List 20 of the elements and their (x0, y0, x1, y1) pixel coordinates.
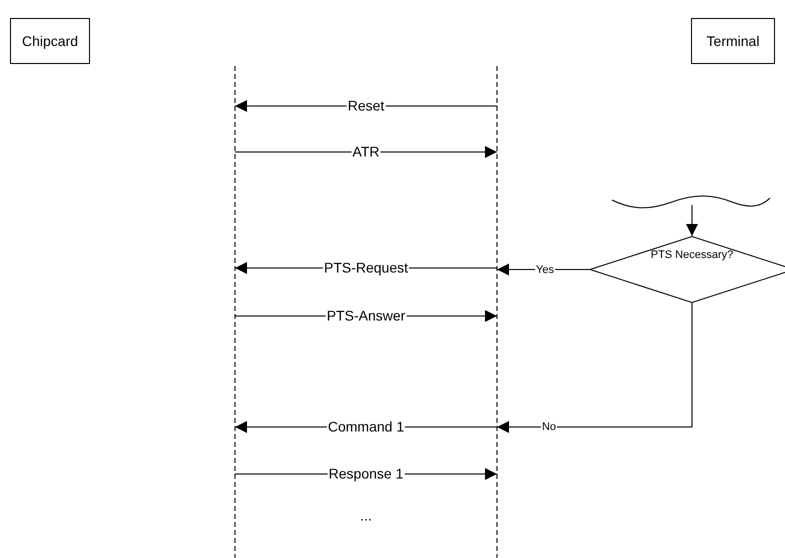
decision-diamond (590, 236, 785, 303)
participant-name: Chipcard (22, 33, 78, 49)
arrow (496, 302, 692, 433)
edge-label: Yes (535, 263, 555, 276)
edge-label: PTS-Request (322, 260, 410, 276)
arrow (686, 204, 698, 236)
participant-name: Terminal (706, 33, 760, 49)
arrow (234, 100, 498, 112)
participant-box (10, 18, 90, 64)
edge-label: PTS-Answer (326, 308, 406, 324)
lifeline (494, 66, 500, 558)
decision-text: PTS Necessary? (650, 248, 734, 262)
arrow (234, 146, 498, 158)
edge-label: No (540, 420, 558, 434)
edge-label: Response 1 (328, 466, 404, 482)
wavy-line (612, 196, 770, 210)
edge-label: Reset (346, 98, 386, 114)
participant-box (691, 18, 775, 64)
lifeline (232, 66, 238, 558)
edge-label: Command 1 (326, 419, 406, 435)
